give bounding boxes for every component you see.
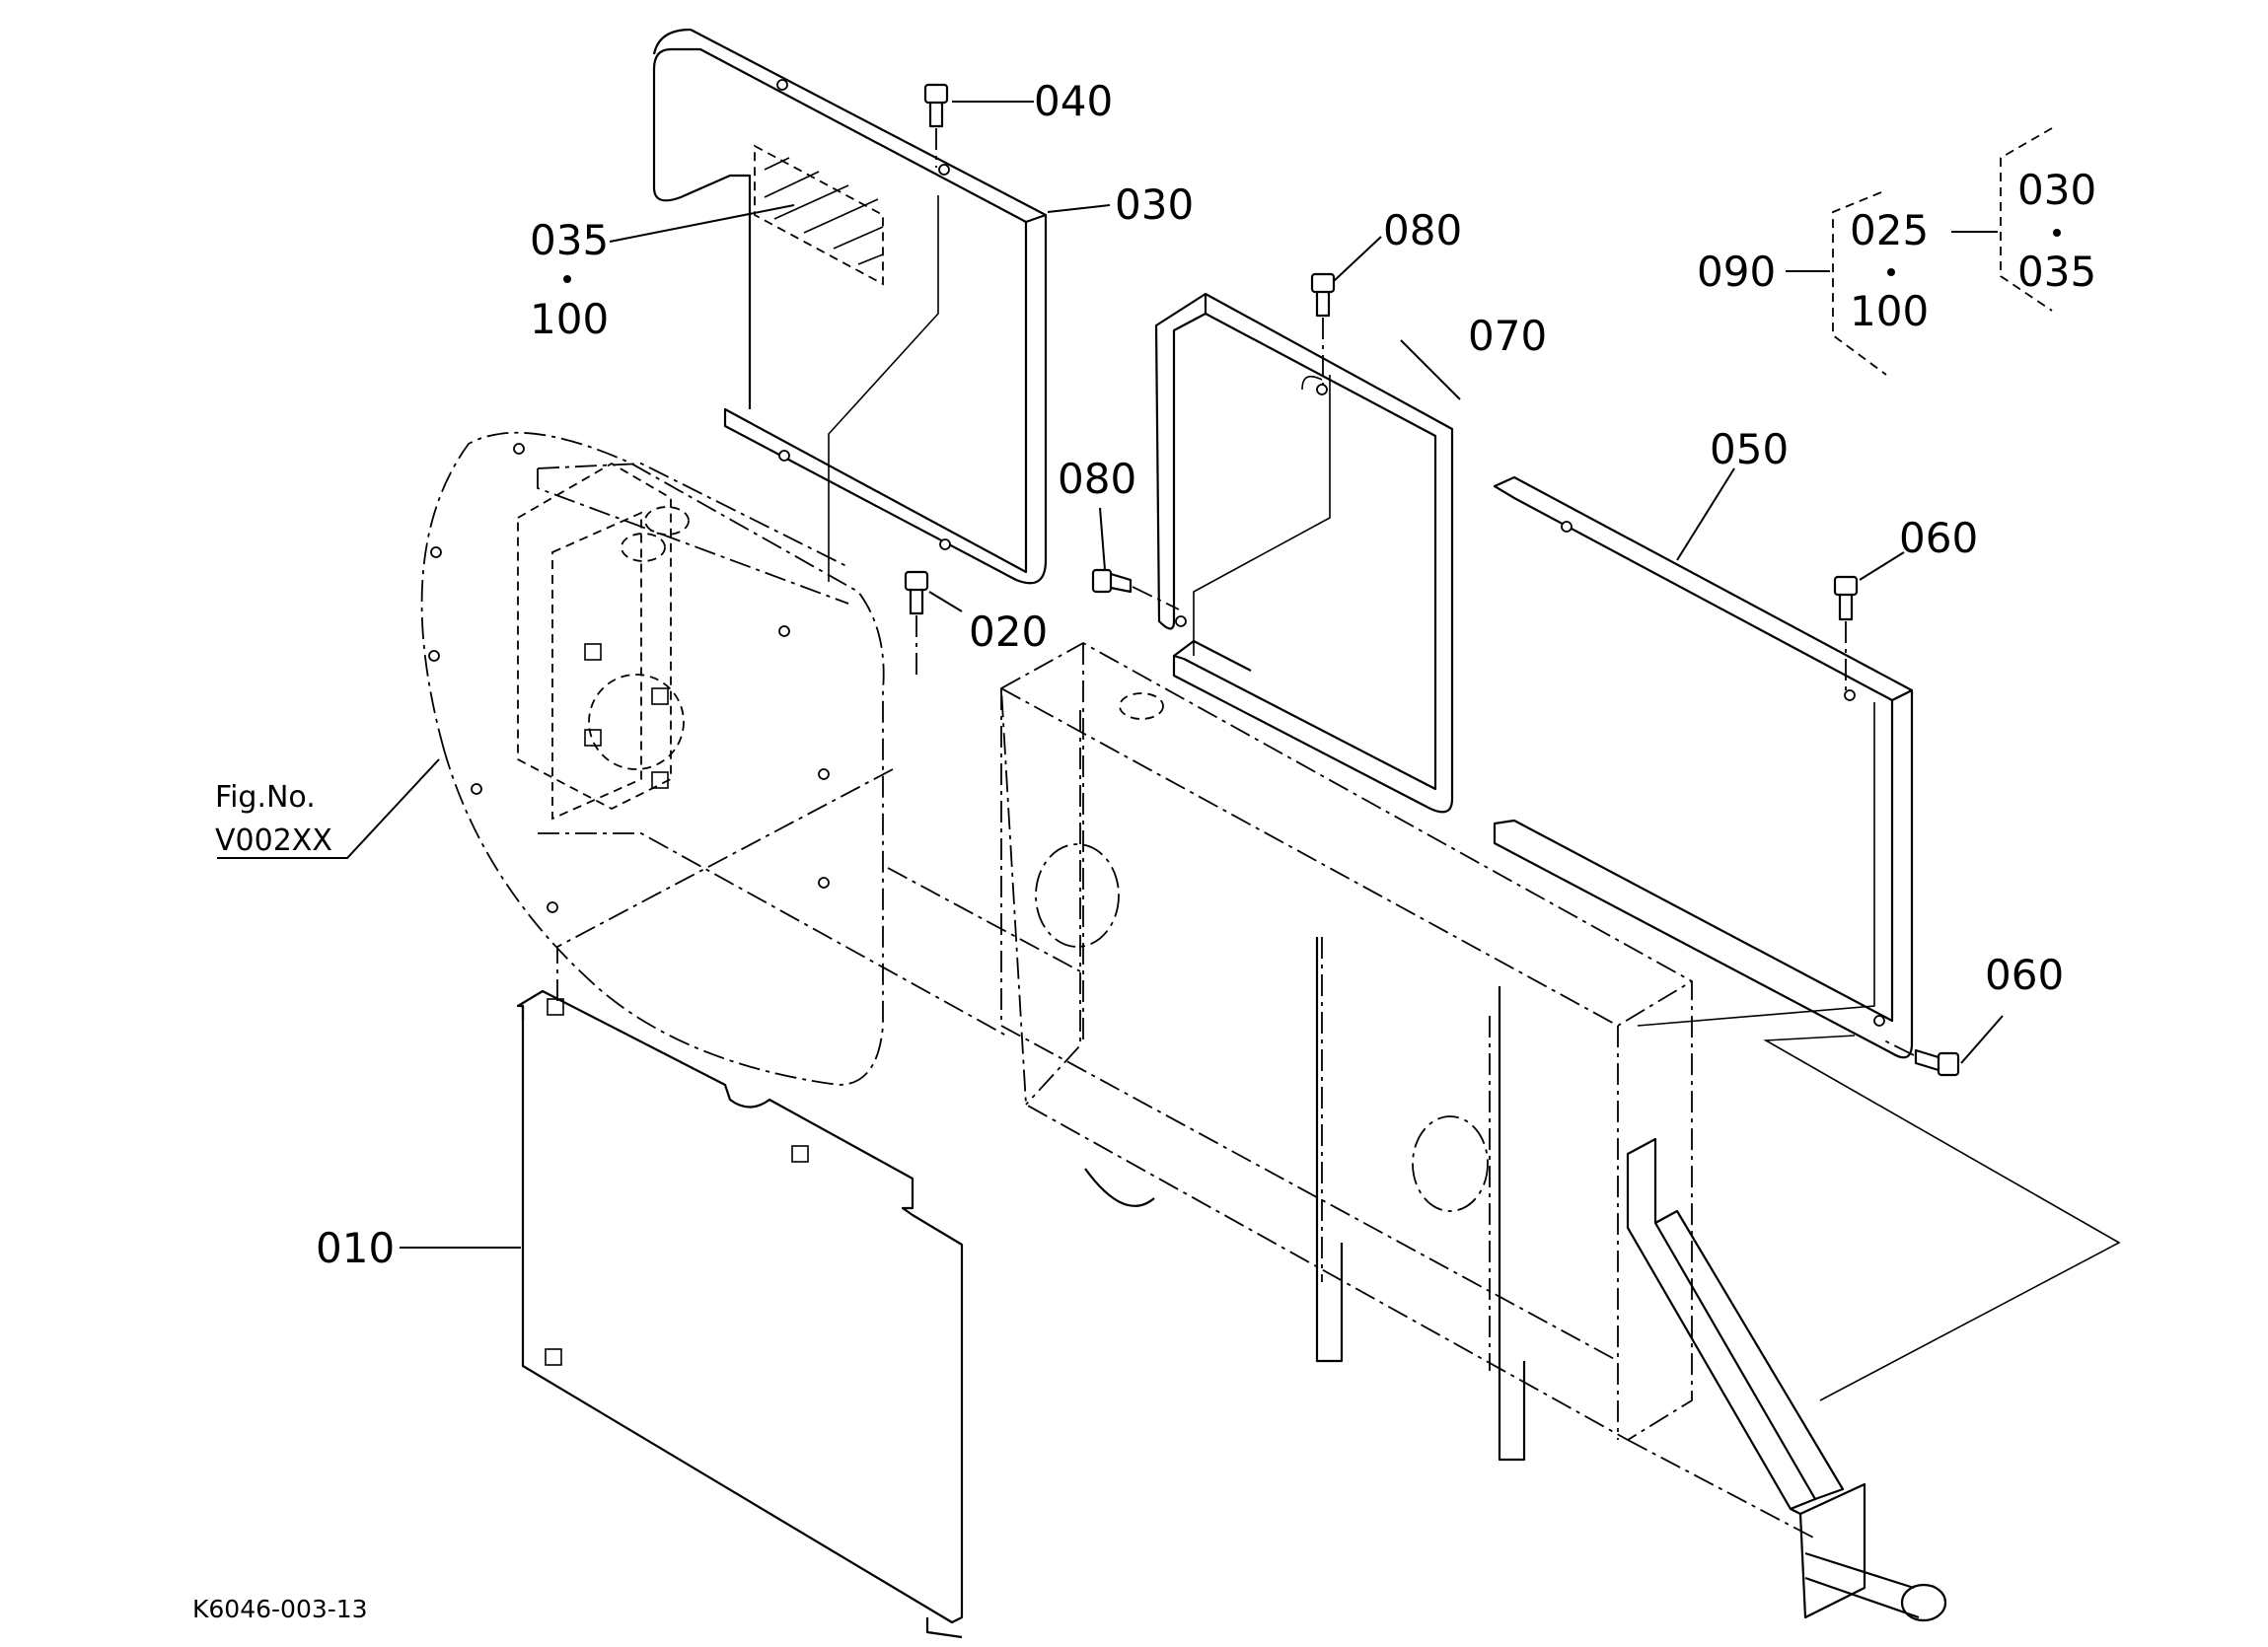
part-010-panel <box>516 768 964 1639</box>
figure-ref-line1: Fig.No. <box>215 780 316 815</box>
label-060-side: 060 <box>1985 951 2064 999</box>
bolt-060-top <box>1833 575 1859 690</box>
label-080-top: 080 <box>1383 206 1462 254</box>
part-030-cover <box>652 28 1048 585</box>
part-070-cover <box>1154 292 1454 814</box>
main-frame <box>887 641 1693 1462</box>
drawbar <box>1626 1137 1947 1622</box>
label-090: 090 <box>1697 248 1776 296</box>
bolt-080-top <box>1310 272 1336 385</box>
bolt-080-side <box>1091 568 1180 610</box>
label-080-side: 080 <box>1058 455 1136 503</box>
label-dot <box>563 275 571 283</box>
label-plate <box>754 144 884 286</box>
bolt-020 <box>904 570 929 679</box>
ref-assembly-outline <box>420 431 885 1086</box>
label-010: 010 <box>316 1224 395 1272</box>
label-035: 035 <box>530 216 609 264</box>
kit-left-top: 025 <box>1850 206 1929 254</box>
drawing-number: K6046-003-13 <box>192 1595 368 1623</box>
bolt-060-side <box>1883 1039 1960 1077</box>
label-060-top: 060 <box>1899 514 1978 562</box>
figure-ref-line2: V002XX <box>215 824 332 858</box>
kit-left-bottom: 100 <box>1850 287 1929 335</box>
label-040: 040 <box>1034 77 1113 125</box>
part-050-cover <box>1493 475 1914 1059</box>
label-050: 050 <box>1710 425 1789 473</box>
label-030: 030 <box>1115 180 1194 229</box>
label-070: 070 <box>1468 312 1547 360</box>
kit-right-top: 030 <box>2017 166 2096 214</box>
kit-right-bottom: 035 <box>2017 248 2096 296</box>
label-100: 100 <box>530 295 609 343</box>
inner-bracket <box>517 462 1007 1037</box>
leaders <box>217 101 2004 1249</box>
kit-legend <box>1786 127 2061 376</box>
bolt-040 <box>923 83 949 168</box>
label-020: 020 <box>969 608 1048 656</box>
